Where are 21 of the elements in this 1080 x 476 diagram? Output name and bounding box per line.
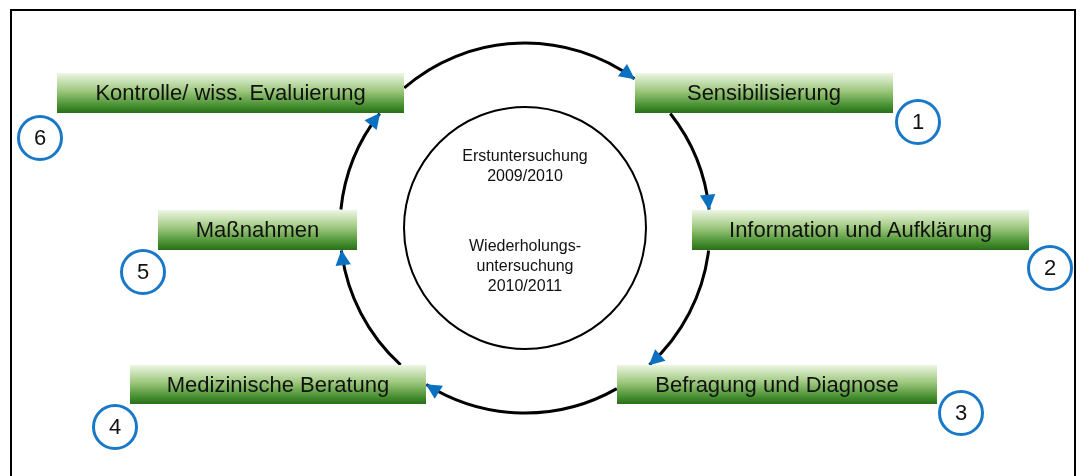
step-banner: Information und Aufklärung	[692, 210, 1029, 250]
step-banner: Kontrolle/ wiss. Evaluierung	[57, 73, 404, 113]
cycle-arrow	[403, 41, 636, 90]
cycle-arrow	[339, 112, 381, 210]
step-number: 3	[938, 390, 984, 436]
step-number: 2	[1027, 245, 1073, 291]
cycle-arrow	[336, 249, 402, 366]
step-number: 4	[92, 404, 138, 450]
step-number: 6	[17, 115, 63, 161]
step-number: 5	[120, 249, 166, 295]
step-banner: Maßnahmen	[158, 210, 357, 250]
center-text: Wiederholungs-untersuchung 2010/2011	[467, 236, 583, 296]
step-banner: Sensibilisierung	[635, 73, 893, 113]
step-banner: Befragung und Diagnose	[617, 365, 937, 404]
step-number: 1	[895, 99, 941, 145]
cycle-arrow	[669, 112, 715, 211]
cycle-arrow	[425, 383, 618, 415]
cycle-arrow	[648, 250, 711, 366]
step-banner: Medizinische Beratung	[130, 365, 426, 404]
inner-circle	[403, 106, 647, 350]
center-text: Erstuntersuchung 2009/2010	[461, 146, 589, 186]
